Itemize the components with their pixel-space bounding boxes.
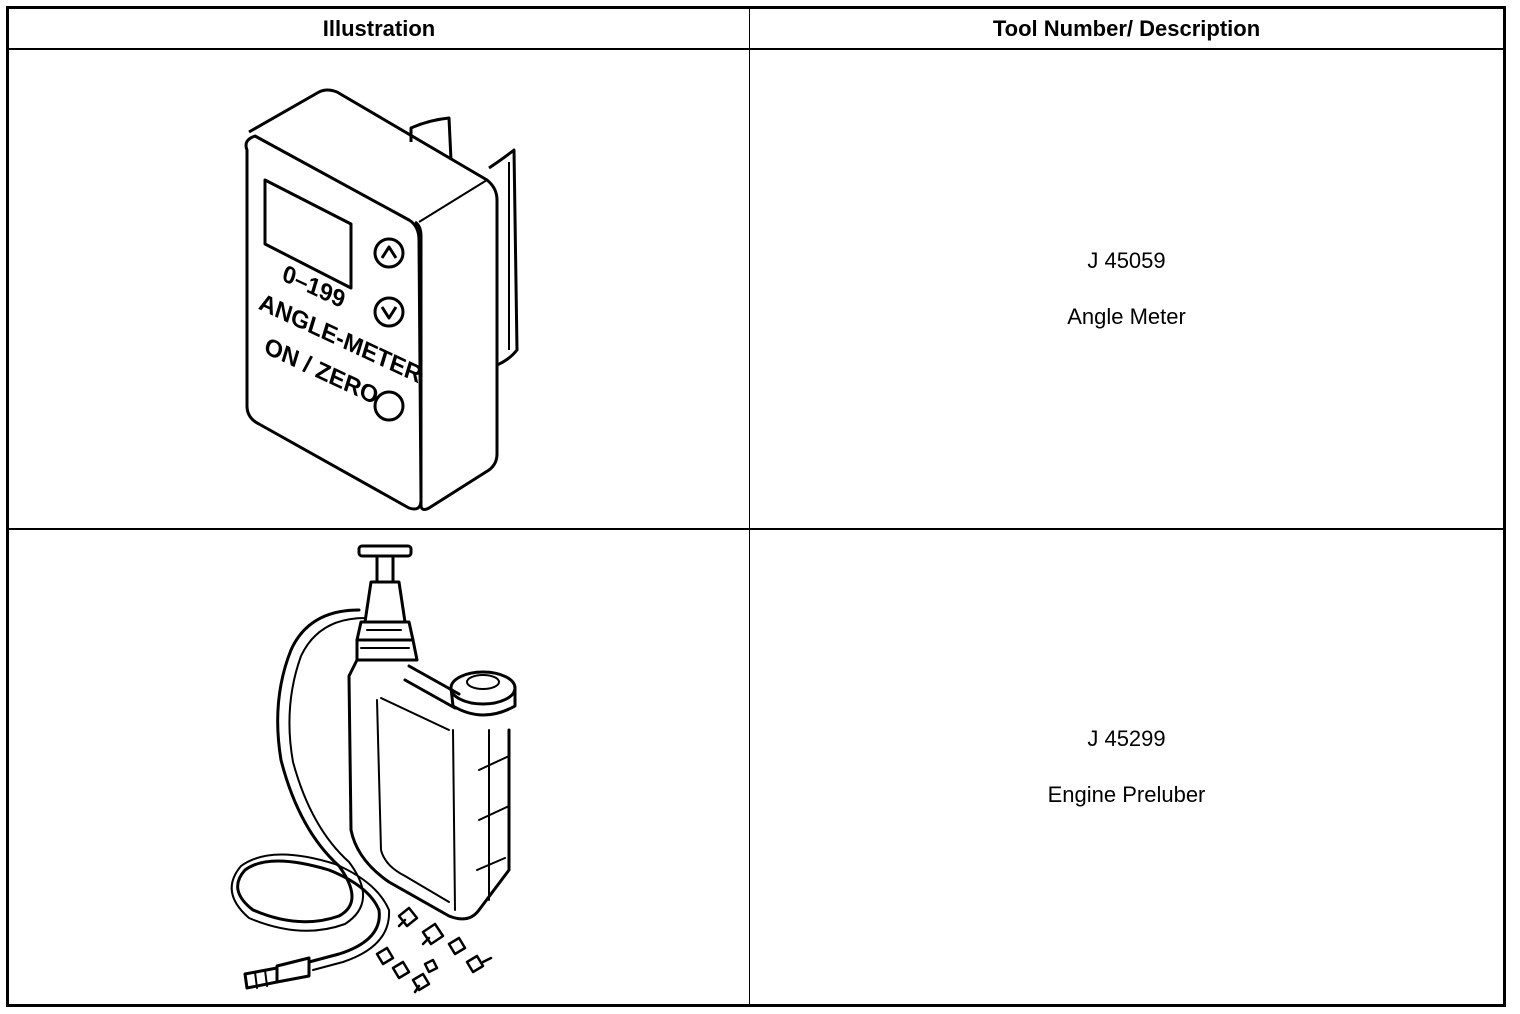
tool-number: J 45299 bbox=[1087, 726, 1166, 751]
angle-meter-illustration: 0–199 ANGLE-METER ON / ZERO bbox=[244, 88, 519, 511]
header-illustration: Illustration bbox=[9, 9, 750, 50]
illustration-cell bbox=[9, 530, 750, 1004]
tool-table: Illustration Tool Number/ Description bbox=[6, 6, 1506, 1007]
illustration-cell: 0–199 ANGLE-METER ON / ZERO bbox=[9, 50, 750, 528]
tool-description: Engine Preluber bbox=[1047, 782, 1206, 807]
tool-description: Angle Meter bbox=[1067, 304, 1186, 329]
header-tool-description: Tool Number/ Description bbox=[750, 9, 1503, 50]
description-cell: J 45299 Engine Preluber bbox=[750, 530, 1503, 1004]
engine-preluber-illustration bbox=[230, 544, 517, 994]
description-cell: J 45059 Angle Meter bbox=[750, 50, 1503, 528]
tool-number: J 45059 bbox=[1087, 248, 1166, 273]
table-row: 0–199 ANGLE-METER ON / ZERO J 45059 Angl… bbox=[9, 50, 1503, 530]
table-row: J 45299 Engine Preluber bbox=[9, 530, 1503, 1004]
